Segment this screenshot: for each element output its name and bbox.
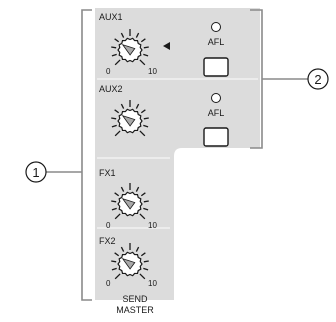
callout-2-circle bbox=[307, 68, 329, 90]
knob-tick bbox=[111, 207, 117, 211]
knob-tick bbox=[111, 53, 117, 57]
knob-pointer bbox=[121, 114, 136, 127]
knob-min-label: 0 bbox=[106, 279, 111, 288]
knob-pointer bbox=[121, 43, 136, 56]
knob-aux2[interactable] bbox=[111, 100, 149, 137]
knob-tick bbox=[143, 53, 149, 57]
knob-max-label: 10 bbox=[148, 67, 157, 76]
knob-max-label: 10 bbox=[148, 221, 157, 230]
knob-min-label: 0 bbox=[106, 221, 111, 230]
knob-tick bbox=[120, 32, 125, 38]
knob-tick bbox=[140, 38, 146, 43]
knob-tick bbox=[114, 59, 121, 66]
knob-tick bbox=[140, 109, 146, 114]
knob-tick bbox=[120, 186, 125, 192]
afl-button[interactable] bbox=[203, 57, 229, 77]
knob-tick bbox=[114, 38, 120, 43]
channel-label-aux1: AUX1 bbox=[99, 12, 123, 22]
afl-led bbox=[211, 22, 221, 32]
knob-tick bbox=[143, 207, 149, 211]
master-label: MASTER bbox=[116, 305, 154, 315]
knob-index-marker bbox=[163, 42, 170, 50]
channel-label-aux2: AUX2 bbox=[99, 84, 123, 94]
knob-tick bbox=[139, 213, 146, 220]
knob-tick bbox=[140, 252, 146, 257]
knob-fx2[interactable] bbox=[111, 243, 149, 280]
knob-tick bbox=[114, 213, 121, 220]
knob-aux1[interactable] bbox=[111, 29, 149, 66]
knob-tick bbox=[114, 192, 120, 197]
knob-tick bbox=[111, 260, 117, 263]
knob-tick bbox=[135, 246, 140, 252]
knob-tick bbox=[114, 130, 121, 137]
knob-fx1[interactable] bbox=[111, 183, 149, 220]
knob-tick bbox=[143, 267, 149, 271]
knob-tick bbox=[120, 103, 125, 109]
knob-pointer bbox=[121, 257, 136, 270]
knob-tick bbox=[111, 124, 117, 128]
knob-min-label: 0 bbox=[106, 67, 111, 76]
knob-tick bbox=[114, 109, 120, 114]
callout-2: 2 bbox=[314, 72, 321, 87]
afl-label: AFL bbox=[208, 37, 225, 47]
callout-1-circle bbox=[25, 161, 47, 183]
knob-tick bbox=[143, 117, 149, 120]
knob-tick bbox=[120, 246, 125, 252]
afl-button[interactable] bbox=[203, 127, 229, 147]
bracket-2 bbox=[250, 9, 308, 149]
afl-group-aux2: AFL bbox=[203, 93, 229, 147]
knob-tick bbox=[143, 200, 149, 203]
knob-tick bbox=[140, 192, 146, 197]
knob-tick bbox=[143, 260, 149, 263]
bracket-1 bbox=[46, 9, 92, 301]
knob-max-label: 10 bbox=[148, 279, 157, 288]
knob-tick bbox=[139, 130, 146, 137]
knob-tick bbox=[143, 124, 149, 128]
afl-led bbox=[211, 93, 221, 103]
callout-1: 1 bbox=[32, 165, 39, 180]
knob-tick bbox=[139, 273, 146, 280]
knob-tick bbox=[111, 46, 117, 49]
channel-label-fx1: FX1 bbox=[99, 168, 116, 178]
afl-label: AFL bbox=[208, 108, 225, 118]
knob-tick bbox=[111, 267, 117, 271]
knob-tick bbox=[135, 103, 140, 109]
mixer-panel bbox=[95, 8, 260, 300]
knob-tick bbox=[135, 32, 140, 38]
afl-group-aux1: AFL bbox=[203, 22, 229, 77]
knob-tick bbox=[114, 252, 120, 257]
channel-label-fx2: FX2 bbox=[99, 236, 116, 246]
knob-tick bbox=[135, 186, 140, 192]
knob-tick bbox=[139, 59, 146, 66]
knob-tick bbox=[111, 200, 117, 203]
send-label: SEND bbox=[122, 294, 148, 304]
knob-pointer bbox=[121, 197, 136, 210]
knob-tick bbox=[114, 273, 121, 280]
knob-tick bbox=[111, 117, 117, 120]
knob-tick bbox=[143, 46, 149, 49]
